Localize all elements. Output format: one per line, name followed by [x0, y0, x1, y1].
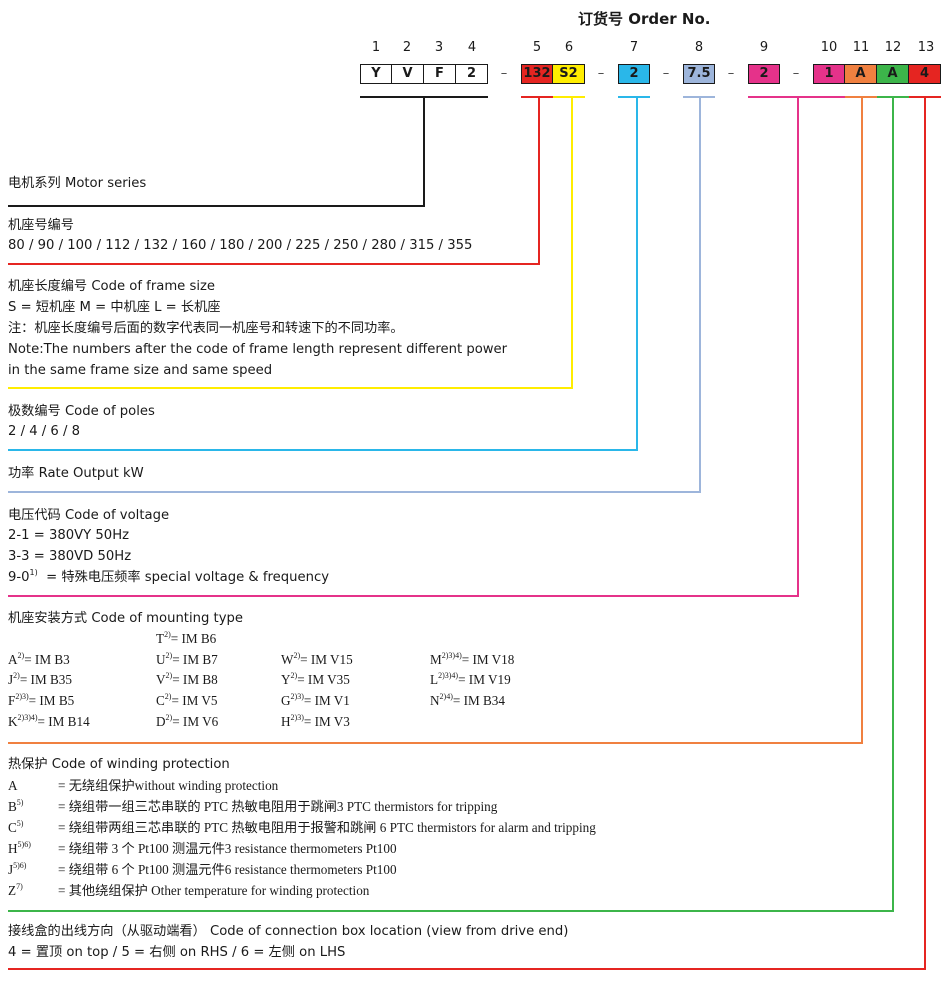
- mounting-item: J2)= IM B35: [8, 671, 72, 688]
- mounting-item: G2)3)= IM V1: [281, 692, 350, 709]
- position-number: 10: [820, 40, 838, 55]
- hline-series: [8, 205, 425, 207]
- position-number: 11: [852, 40, 870, 55]
- mounting-item: T2)= IM B6: [156, 630, 217, 647]
- winding-item: J5)6)= 绕组带 6 个 Pt100 测温元件6 resistance th…: [8, 861, 397, 878]
- frame-size-line2: 注：机座长度编号后面的数字代表同一机座号和转速下的不同功率。: [8, 321, 404, 336]
- voltage-line2: 3-3 = 380VD 50Hz: [8, 549, 132, 564]
- mounting-item: V2)= IM B8: [156, 671, 218, 688]
- code-box-12: A: [877, 64, 909, 84]
- hline-frame: [8, 263, 540, 265]
- voltage-line1: 2-1 = 380VY 50Hz: [8, 528, 130, 543]
- leader-line-frame-size: [571, 97, 573, 389]
- position-number: 9: [759, 40, 769, 55]
- mounting-item: U2)= IM B7: [156, 651, 218, 668]
- frame-size-line4: in the same frame size and same speed: [8, 363, 273, 378]
- underline-voltage: [748, 96, 845, 98]
- voltage-title: 电压代码 Code of voltage: [8, 508, 170, 523]
- code-box-13: 4: [909, 64, 941, 84]
- frame-size-line1: S = 短机座 M = 中机座 L = 长机座: [8, 300, 221, 315]
- leader-line-series: [423, 97, 425, 207]
- underline-frame: [521, 96, 553, 98]
- code-box-2: V: [392, 64, 424, 84]
- frame-number-values: 80 / 90 / 100 / 112 / 132 / 160 / 180 / …: [8, 238, 473, 253]
- mounting-item: F2)3)= IM B5: [8, 692, 75, 709]
- hline-frame-size: [8, 387, 573, 389]
- position-number: 3: [434, 40, 444, 55]
- leader-line-voltage: [797, 97, 799, 597]
- output-title: 功率 Rate Output kW: [8, 466, 144, 481]
- code-box-1: Y: [360, 64, 392, 84]
- winding-item: A= 无绕组保护without winding protection: [8, 778, 279, 793]
- code-box-8: 7.5: [683, 64, 715, 84]
- position-number: 4: [467, 40, 477, 55]
- mounting-title: 机座安装方式 Code of mounting type: [8, 611, 244, 626]
- leader-line-output: [699, 97, 701, 493]
- code-box-5: 132: [521, 64, 553, 84]
- leader-line-poles: [636, 97, 638, 451]
- winding-item: B5)= 绕组带一组三芯串联的 PTC 热敏电阻用于跳闸3 PTC thermi…: [8, 798, 498, 815]
- poles-values: 2 / 4 / 6 / 8: [8, 424, 81, 439]
- code-box-6: S2: [553, 64, 585, 84]
- winding-item: C5)= 绕组带两组三芯串联的 PTC 热敏电阻用于报警和跳闸 6 PTC th…: [8, 819, 596, 836]
- winding-item: Z7)= 其他绕组保护 Other temperature for windin…: [8, 882, 370, 899]
- leader-line-winding: [892, 97, 894, 912]
- code-box-4: 2: [456, 64, 488, 84]
- leader-line-frame: [538, 97, 540, 265]
- code-box-3: F: [424, 64, 456, 84]
- winding-title: 热保护 Code of winding protection: [8, 757, 230, 772]
- code-box-11: A: [845, 64, 877, 84]
- underline-frame-size: [553, 96, 585, 98]
- hline-connection: [8, 968, 926, 970]
- connection-title: 接线盒的出线方向（从驱动端看） Code of connection box l…: [8, 924, 569, 939]
- hline-voltage: [8, 595, 799, 597]
- position-number: 8: [694, 40, 704, 55]
- hline-mounting: [8, 742, 863, 744]
- mounting-item: A2)= IM B3: [8, 651, 70, 668]
- poles-title: 极数编号 Code of poles: [8, 404, 155, 419]
- mounting-item: M2)3)4)= IM V18: [430, 651, 515, 668]
- mounting-item: K2)3)4)= IM B14: [8, 713, 90, 730]
- winding-item: H5)6)= 绕组带 3 个 Pt100 测温元件3 resistance th…: [8, 840, 397, 857]
- frame-size-line3: Note:The numbers after the code of frame…: [8, 342, 508, 357]
- leader-line-connection: [924, 97, 926, 970]
- mounting-item: W2)= IM V15: [281, 651, 353, 668]
- mounting-item: Y2)= IM V35: [281, 671, 350, 688]
- hline-winding: [8, 910, 894, 912]
- separator: –: [662, 66, 670, 81]
- mounting-item: L2)3)4)= IM V19: [430, 671, 511, 688]
- position-number: 7: [629, 40, 639, 55]
- mounting-item: D2)= IM V6: [156, 713, 219, 730]
- position-number: 13: [917, 40, 935, 55]
- separator: –: [727, 66, 735, 81]
- separator: –: [792, 66, 800, 81]
- separator: –: [500, 66, 508, 81]
- position-number: 5: [532, 40, 542, 55]
- code-box-10: 1: [813, 64, 845, 84]
- hline-poles: [8, 449, 638, 451]
- position-number: 6: [564, 40, 574, 55]
- hline-output: [8, 491, 701, 493]
- position-number: 1: [371, 40, 381, 55]
- mounting-item: C2)= IM V5: [156, 692, 218, 709]
- code-box-9: 2: [748, 64, 780, 84]
- leader-line-mounting: [861, 97, 863, 744]
- code-box-7: 2: [618, 64, 650, 84]
- motor-series-title: 电机系列 Motor series: [8, 176, 147, 191]
- mounting-item: N2)4)= IM B34: [430, 692, 505, 709]
- voltage-line3: 9-01) = 特殊电压频率 special voltage & frequen…: [8, 568, 330, 586]
- connection-values: 4 = 置顶 on top / 5 = 右侧 on RHS / 6 = 左侧 o…: [8, 945, 346, 960]
- separator: –: [597, 66, 605, 81]
- frame-number-title: 机座号编号: [8, 218, 74, 233]
- frame-size-title: 机座长度编号 Code of frame size: [8, 279, 216, 294]
- order-no-title: 订货号 Order No.: [578, 10, 711, 28]
- position-number: 2: [402, 40, 412, 55]
- position-number: 12: [884, 40, 902, 55]
- mounting-item: H2)3)= IM V3: [281, 713, 350, 730]
- underline-poles: [618, 96, 650, 98]
